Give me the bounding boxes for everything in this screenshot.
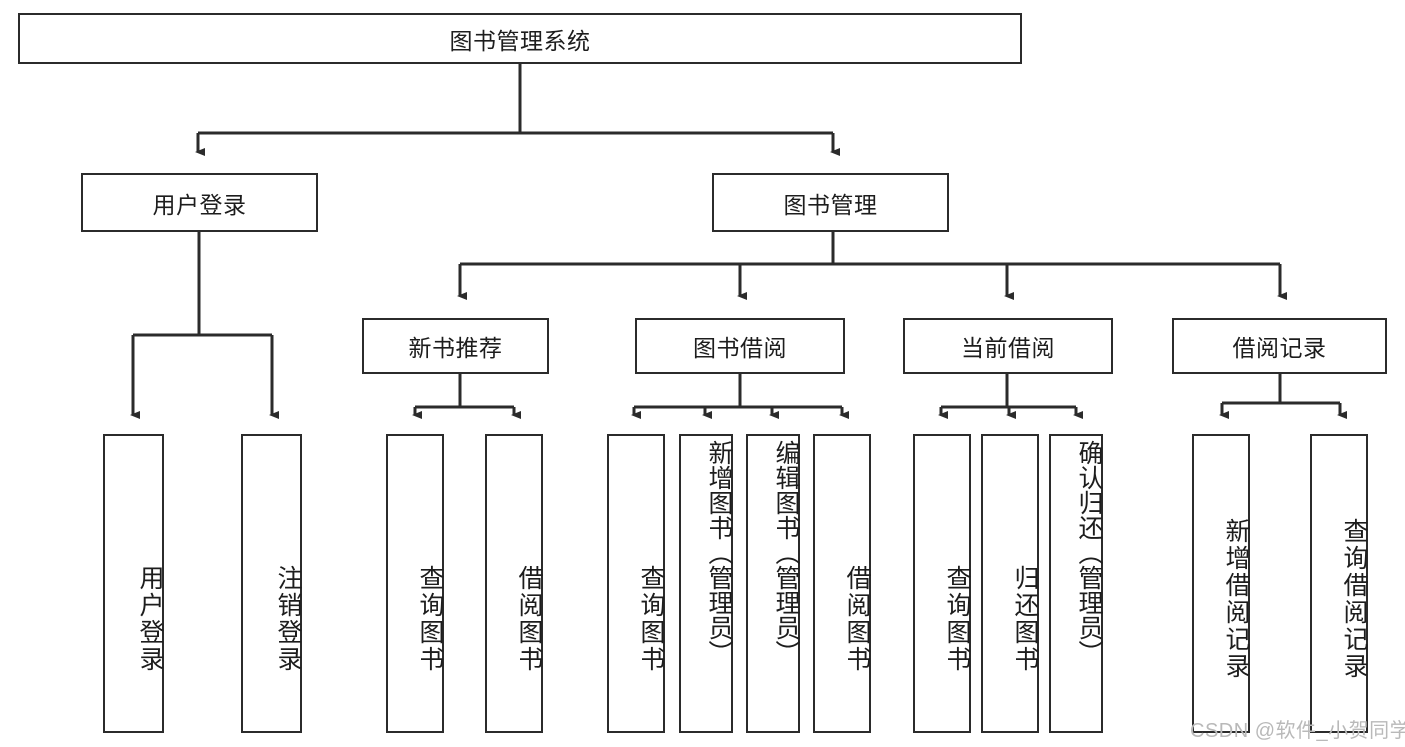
leaf-borrow-record-add-record[interactable]: 新增借阅记录 (1192, 434, 1250, 733)
node-label: 用户登录 (152, 191, 247, 218)
leaf-label: 借阅图书 (843, 564, 871, 673)
node-root-book-management-system[interactable]: 图书管理系统 (18, 13, 1022, 64)
leaf-label: 新增图书（管理员） (705, 440, 733, 665)
leaf-label: 查询图书 (637, 564, 665, 673)
leaf-new-book-query-book[interactable]: 查询图书 (386, 434, 444, 733)
node-book-borrowing[interactable]: 图书借阅 (635, 318, 845, 374)
leaf-book-borrow-query-book[interactable]: 查询图书 (607, 434, 665, 733)
leaf-label: 借阅图书 (515, 564, 543, 673)
leaf-current-borrow-query-book[interactable]: 查询图书 (913, 434, 971, 733)
node-label: 图书管理系统 (449, 27, 591, 54)
leaf-current-borrow-confirm-return-admin[interactable]: 确认归还（管理员） (1049, 434, 1103, 733)
leaf-label: 查询图书 (416, 564, 444, 673)
leaf-user-login-signin[interactable]: 用户登录 (103, 434, 164, 733)
node-current-borrowing[interactable]: 当前借阅 (903, 318, 1113, 374)
node-book-management[interactable]: 图书管理 (712, 173, 949, 232)
leaf-book-borrow-borrow-book[interactable]: 借阅图书 (813, 434, 871, 733)
leaf-label: 新增借阅记录 (1222, 517, 1250, 680)
leaf-label: 注销登录 (274, 564, 302, 673)
leaf-current-borrow-return-book[interactable]: 归还图书 (981, 434, 1039, 733)
node-user-login[interactable]: 用户登录 (81, 173, 318, 232)
node-label: 当前借阅 (961, 335, 1055, 361)
leaf-label: 查询借阅记录 (1340, 517, 1368, 680)
watermark-text: CSDN @软件_小贺同学 (1190, 720, 1405, 742)
leaf-label: 用户登录 (136, 564, 164, 673)
node-label: 借阅记录 (1232, 335, 1327, 361)
leaf-label: 查询图书 (943, 564, 971, 673)
leaf-book-borrow-add-book-admin[interactable]: 新增图书（管理员） (679, 434, 733, 733)
leaf-new-book-borrow-book[interactable]: 借阅图书 (485, 434, 543, 733)
node-new-book-recommendation[interactable]: 新书推荐 (362, 318, 549, 374)
leaf-user-login-logout[interactable]: 注销登录 (241, 434, 302, 733)
node-borrowing-record[interactable]: 借阅记录 (1172, 318, 1387, 374)
node-label: 图书管理 (783, 191, 878, 218)
leaf-label: 归还图书 (1011, 564, 1039, 673)
leaf-book-borrow-edit-book-admin[interactable]: 编辑图书（管理员） (746, 434, 800, 733)
leaf-borrow-record-query-record[interactable]: 查询借阅记录 (1310, 434, 1368, 733)
node-label: 图书借阅 (693, 335, 787, 361)
leaf-label: 编辑图书（管理员） (772, 440, 800, 665)
leaf-label: 确认归还（管理员） (1075, 440, 1103, 665)
node-label: 新书推荐 (408, 335, 503, 361)
